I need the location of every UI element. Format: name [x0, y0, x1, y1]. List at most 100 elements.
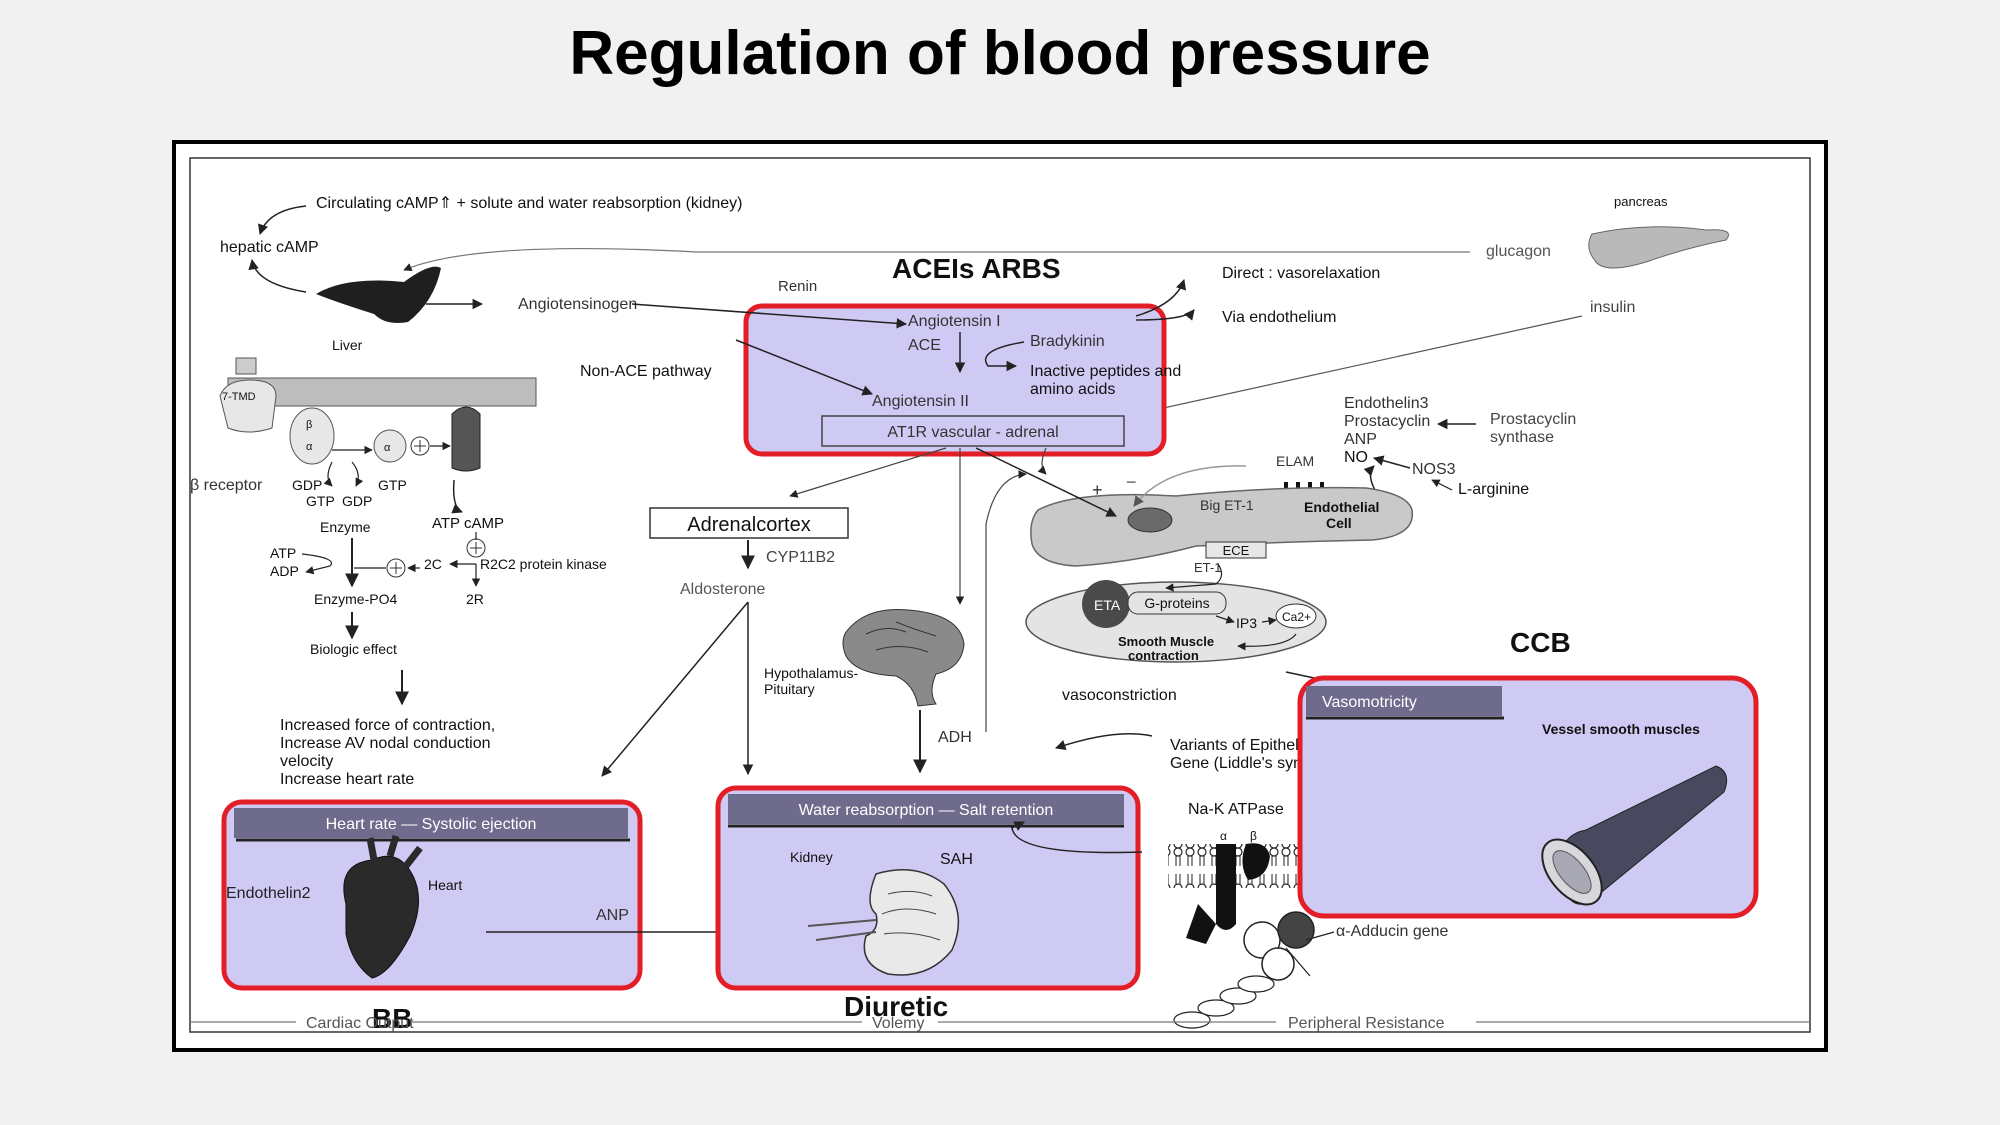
glucagon-label: glucagon [1486, 243, 1551, 260]
adrenalcortex-box [649, 507, 849, 539]
renin-arrow [631, 303, 908, 329]
water-header-bar [728, 794, 1124, 824]
nak-atpase-label: Na-K ATPase [1188, 801, 1284, 818]
diagram-frame: Circulating cAMP⇑ + solute and water rea… [172, 140, 1828, 1052]
effect-line1: Increased force of contraction, [280, 717, 495, 734]
vasomotricity-header: Vasomotricity [1322, 694, 1417, 711]
l-arginine-arrow [1431, 479, 1453, 491]
r2c2-label: R2C2 protein kinase [480, 556, 607, 572]
acei-arbs-label: ACEIs ARBS [892, 253, 1061, 284]
alpha1-label: α [306, 441, 313, 453]
endothelin2-label: Endothelin2 [226, 885, 311, 902]
effect-line3: velocity [280, 753, 333, 770]
g-protein-beta-icon [289, 407, 335, 465]
calcium-label: Ca2+ [1282, 610, 1311, 624]
heart-rate-header: Heart rate — Systolic ejection [326, 816, 537, 833]
endothelial-nucleus-icon [1127, 507, 1173, 533]
kidney-detail-icon [881, 890, 941, 941]
kidney-icon [863, 869, 960, 976]
no-label: NO [1344, 449, 1368, 466]
variants-na-arrow [1055, 732, 1153, 750]
adp-label: ADP [270, 563, 299, 579]
two-r-label: 2R [466, 591, 484, 607]
inner-border [189, 157, 1811, 1033]
enzyme-po4-label: Enzyme-PO4 [314, 591, 397, 607]
two-c-label: 2C [424, 556, 442, 572]
via-endothelium-label: Via endothelium [1222, 309, 1336, 326]
renin-label: Renin [778, 278, 817, 295]
pancreas-icon [1588, 226, 1729, 269]
enzyme-label: Enzyme [320, 519, 371, 535]
anp-label: ANP [596, 907, 629, 924]
insulin-label: insulin [1590, 299, 1635, 316]
receptor-7tmd-icon [219, 379, 277, 433]
ace-label: ACE [908, 337, 941, 354]
heart-rate-header-bar [234, 808, 628, 838]
at1r-loop-arrow [1037, 447, 1047, 475]
gtp-label-a: GTP [378, 477, 407, 493]
heart-vessels-icon [366, 834, 423, 869]
na-beta-subunit-icon [1242, 843, 1270, 880]
angiotensin2-label: Angiotensin II [872, 393, 969, 410]
smooth-muscle-line1: Smooth Muscle [1118, 634, 1214, 649]
ip3-label: IP3 [1236, 615, 1257, 631]
ece-label: ECE [1223, 543, 1250, 558]
endothelin3-label: Endothelin3 [1344, 395, 1429, 412]
et1-arrow [1165, 563, 1223, 592]
gdp-label-1: GDP [292, 477, 322, 493]
na-alpha-subunit-icon [1216, 844, 1236, 930]
cyp11b2-label: CYP11B2 [766, 549, 835, 566]
vessel-smooth-muscles-label: Vessel smooth muscles [1542, 721, 1700, 737]
angiotensinogen-label: Angiotensinogen [518, 296, 637, 313]
na-channel-feedback-arrow [1011, 821, 1143, 854]
at1r-to-adrenal-arrow [789, 447, 947, 498]
acei-arbs-highlight [743, 303, 1167, 457]
minus-sign: − [1126, 472, 1137, 492]
na-alpha-label: α [1220, 829, 1227, 843]
bb-label: BB [372, 1003, 412, 1034]
peripheral-resistance-label: Peripheral Resistance [1288, 1015, 1445, 1032]
plus-circle-2-mark [470, 542, 482, 554]
adh-label: ADH [938, 729, 972, 746]
l-arginine-label: L-arginine [1458, 481, 1529, 498]
nos3-arrow [1372, 455, 1411, 469]
smooth-muscle-line2: contraction [1128, 648, 1199, 663]
bradykinin-label: Bradykinin [1030, 333, 1105, 350]
calcium-arrow [1261, 616, 1277, 626]
endothelial-cell-line1: Endothelial [1304, 499, 1379, 515]
vasomotricity-header-bar [1306, 686, 1502, 716]
plus-sign: + [1092, 480, 1103, 500]
volemy-label: Volemy [872, 1015, 924, 1032]
cardiac-output-label: Cardiac Output [306, 1015, 414, 1032]
adducin-circle-2 [1277, 911, 1315, 949]
aldosterone-to-heart-arrow [601, 601, 749, 777]
biologic-effect-label: Biologic effect [310, 641, 397, 657]
contraction-arrow [1237, 633, 1297, 651]
alpha2-label: α [384, 442, 391, 454]
heart-icon [343, 855, 420, 979]
brain-folds-icon [865, 621, 937, 653]
atp-camp-label: ATP cAMP [432, 515, 504, 532]
direct-label: Direct : vasorelaxation [1222, 265, 1380, 282]
hypothalamus-line2: Pituitary [764, 681, 815, 697]
gdp-label-b: GDP [342, 493, 372, 509]
adrenalcortex-label: Adrenalcortex [687, 514, 810, 536]
adducin-gene-label: α-Adducin gene [1336, 923, 1449, 940]
non-ace-arrow [735, 339, 873, 396]
ip3-arrow [1215, 615, 1235, 624]
pancreas-label: pancreas [1614, 194, 1668, 209]
g-proteins-label: G-proteins [1144, 595, 1209, 611]
adenylyl-cyclase-icon [451, 406, 481, 472]
diagram-canvas: Circulating cAMP⇑ + solute and water rea… [189, 157, 1811, 1034]
vasoconstriction-label: vasoconstriction [1062, 687, 1177, 704]
ligand-icon [235, 357, 257, 375]
anp-top-label: ANP [1344, 431, 1377, 448]
ureter-icon [807, 919, 877, 941]
brain-icon [842, 608, 965, 707]
et1-label: ET-1 [1194, 560, 1221, 575]
tmd-label: 7-TMD [222, 391, 256, 403]
na-beta-label: β [1250, 829, 1257, 843]
hypothalamus-line1: Hypothalamus- [764, 665, 858, 681]
ece-box [1205, 541, 1267, 559]
glucagon-arrow [403, 247, 1470, 271]
